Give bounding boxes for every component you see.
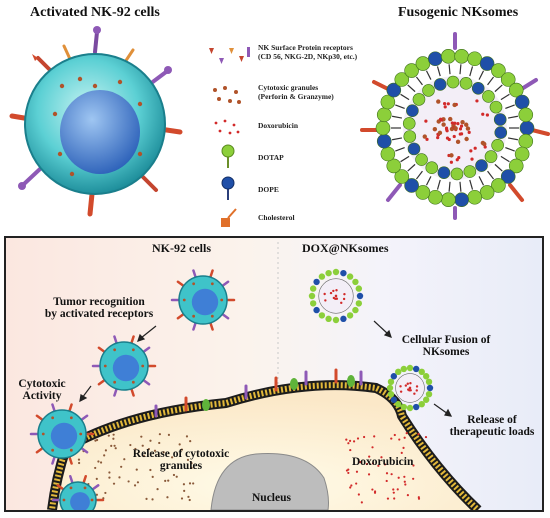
legend-granules: Cytotoxic granules (Perforin & Granzyme) (258, 83, 334, 101)
legend-dotap: DOTAP (258, 153, 284, 162)
nk-cell (51, 474, 105, 510)
nk-cell-receptors (9, 26, 183, 217)
label-cytotoxic-activity: Cytotoxic Activity (18, 378, 66, 403)
process-arrows (79, 320, 453, 417)
legend-doxorubicin: Doxorubicin (258, 121, 299, 130)
receptor-legend-icon (209, 47, 250, 64)
activated-nk-cell-illustration (9, 26, 183, 217)
legend-dope: DOPE (258, 185, 279, 194)
dox-nksome (308, 268, 364, 324)
label-nk92-cells: NK-92 cells (152, 241, 211, 255)
legend-cholesterol: Cholesterol (258, 213, 295, 222)
mechanism-panel: NK-92 cells DOX@NKsomes Tumor recognitio… (4, 236, 544, 512)
label-nucleus: Nucleus (252, 492, 291, 504)
nk-cell (170, 269, 236, 331)
doxorubicin-legend-icon (214, 119, 240, 135)
label-release-cytotoxic: Release of cytotoxic granules (132, 448, 230, 473)
granules-legend-icon (213, 86, 241, 104)
fusogenic-nksome-illustration (360, 32, 550, 220)
label-tumor-recognition: Tumor recognition by activated receptors (44, 296, 154, 321)
label-dox-nksomes: DOX@NKsomes (302, 241, 389, 255)
nk-cell-granules (52, 76, 143, 177)
label-cellular-fusion: Cellular Fusion of NKsomes (401, 334, 491, 359)
dox-nksome (386, 364, 434, 412)
nk-cell (91, 335, 157, 397)
label-doxorubicin: Doxorubicin (352, 456, 414, 468)
tumor-nucleus (210, 453, 329, 510)
tumor-cell-illustration (29, 242, 482, 510)
left-title: Activated NK-92 cells (30, 5, 160, 20)
label-release-therapeutic: Release of therapeutic loads (449, 414, 535, 439)
nk-cell (29, 403, 95, 465)
legend-receptors: NK Surface Protein receptors (CD 56, NKG… (258, 43, 358, 61)
right-title: Fusogenic NKsomes (398, 5, 519, 20)
dotap-legend-icon (221, 144, 235, 168)
cholesterol-legend-icon (221, 208, 237, 227)
dope-legend-icon (221, 176, 235, 200)
